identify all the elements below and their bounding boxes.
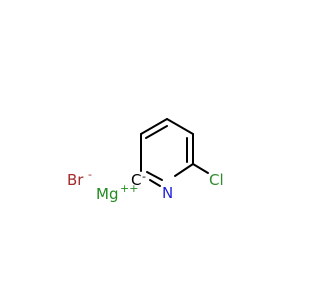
bond-c4-c5	[166, 118, 194, 135]
atom-c2-charge: -	[142, 170, 146, 183]
molecule-diagram: Br - Mg ++ C - N Cl	[67, 118, 224, 203]
atom-c2: C -	[131, 170, 146, 189]
atom-br-charge: -	[88, 168, 92, 181]
ring-bonds	[140, 118, 209, 187]
atom-c2-symbol: C	[131, 171, 141, 189]
atom-cl: Cl	[209, 171, 224, 189]
bond-n-c2-inner	[149, 179, 161, 187]
bond-c6-n	[174, 163, 194, 177]
atom-mg-symbol: Mg	[96, 185, 118, 203]
bond-n-c2	[146, 171, 163, 181]
atom-mg-charge: ++	[120, 182, 138, 195]
atom-n-symbol: N	[162, 184, 173, 202]
atom-br-symbol: Br	[67, 171, 84, 189]
bond-c6-cl	[192, 163, 209, 174]
atom-cl-symbol: Cl	[209, 171, 224, 189]
bond-c3-c4	[140, 118, 168, 135]
atom-br: Br -	[67, 168, 92, 189]
bond-c3-c4-inner	[145, 125, 168, 139]
atom-n: N	[162, 184, 173, 202]
structure-canvas: Br - Mg ++ C - N Cl	[67, 118, 224, 203]
atom-mg: Mg ++	[96, 182, 138, 203]
